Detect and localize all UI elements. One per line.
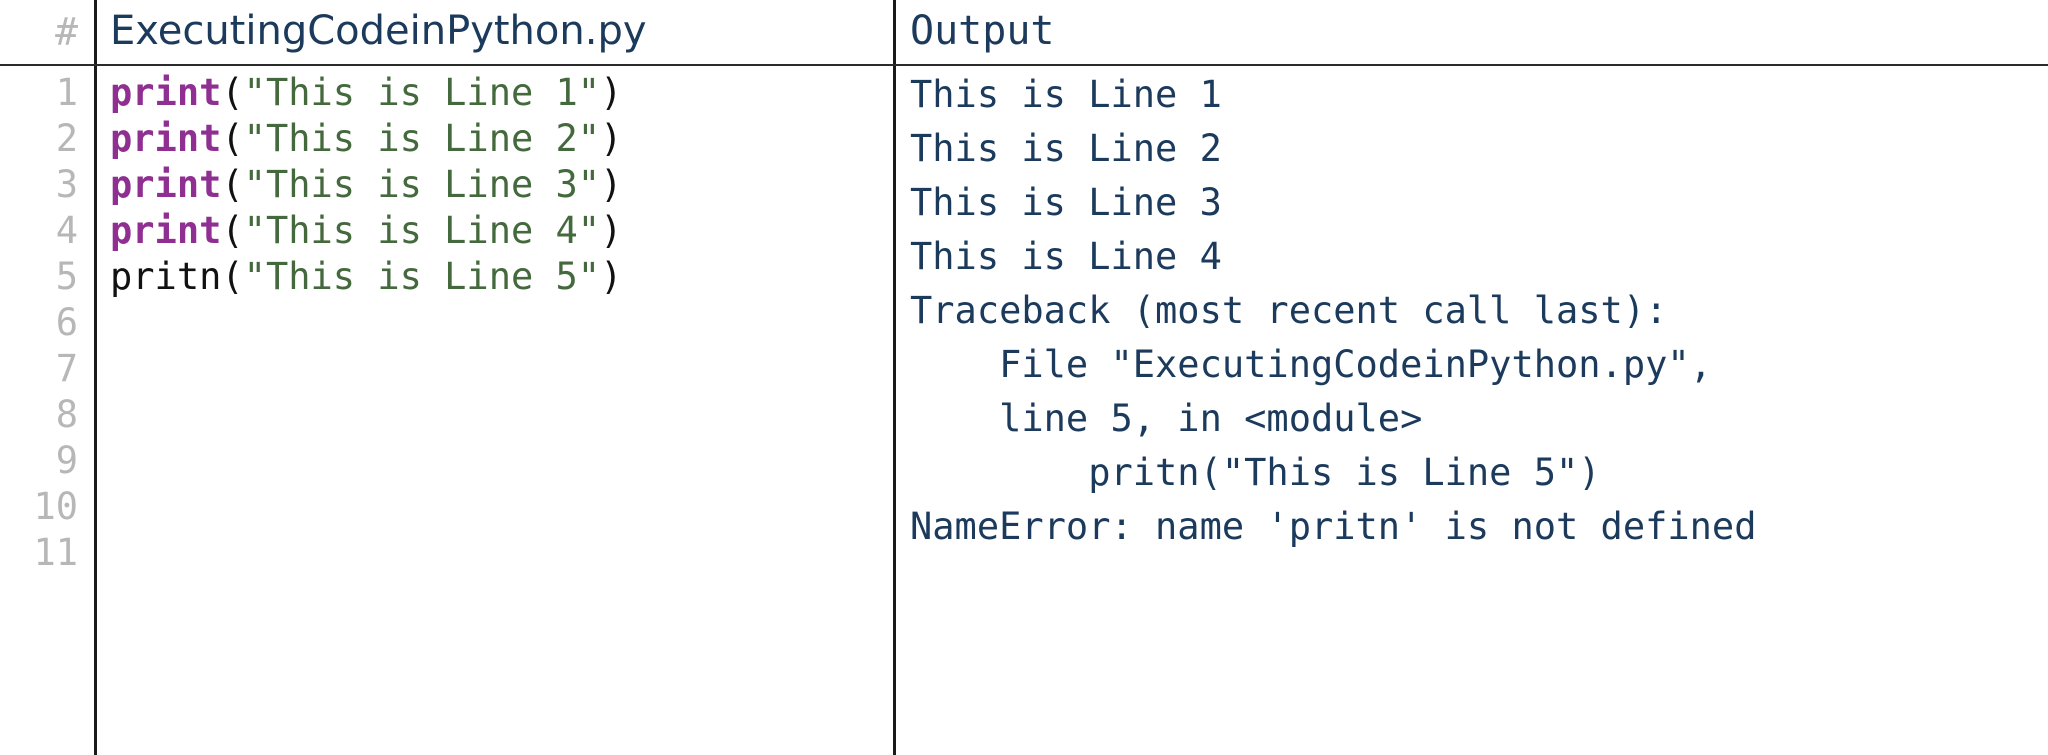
- code-token-punct: (: [221, 163, 244, 206]
- output-line: This is Line 4: [910, 235, 1222, 278]
- code-line[interactable]: print("This is Line 3"): [110, 162, 900, 208]
- output-line: This is Line 1: [910, 73, 1222, 116]
- code-token-kw: print: [110, 163, 222, 206]
- line-number: 9: [55, 439, 78, 482]
- code-token-punct: ): [600, 117, 623, 160]
- code-token-kw: print: [110, 117, 222, 160]
- code-token-punct: ): [600, 209, 623, 252]
- code-token-str: "This is Line 5": [243, 255, 601, 298]
- line-number: 7: [55, 347, 78, 390]
- line-number: 4: [55, 209, 78, 252]
- code-token-punct: (: [221, 117, 244, 160]
- output-divider: [893, 0, 896, 755]
- code-token-punct: ): [600, 163, 623, 206]
- line-number: 8: [55, 393, 78, 436]
- output-line: Traceback (most recent call last):: [910, 289, 1668, 332]
- output-line: pritn("This is Line 5"): [910, 451, 1601, 494]
- code-line[interactable]: print("This is Line 1"): [110, 70, 900, 116]
- line-number: 1: [55, 71, 78, 114]
- gutter-header-hash: #: [55, 10, 78, 54]
- gutter-divider: [94, 0, 97, 755]
- code-token-punct: ): [600, 71, 623, 114]
- code-token-str: "This is Line 4": [243, 209, 601, 252]
- line-number: 6: [55, 301, 78, 344]
- header-band: # ExecutingCodeinPython.py Output: [0, 0, 2048, 64]
- code-token-plain: pritn: [110, 255, 222, 298]
- output-line: File "ExecutingCodeinPython.py",: [910, 343, 1712, 386]
- code-pane: print("This is Line 1")print("This is Li…: [110, 70, 900, 300]
- code-token-punct: ): [600, 255, 623, 298]
- line-number: 11: [33, 531, 78, 574]
- code-line[interactable]: pritn("This is Line 5"): [110, 254, 900, 300]
- output-line: This is Line 3: [910, 181, 1222, 224]
- code-token-punct: (: [221, 71, 244, 114]
- code-line[interactable]: print("This is Line 2"): [110, 116, 900, 162]
- line-number: 10: [33, 485, 78, 528]
- code-token-punct: (: [221, 255, 244, 298]
- header-separator-rule: [0, 64, 2048, 66]
- output-column-header: Output: [910, 8, 1055, 54]
- output-line: NameError: name 'pritn' is not defined: [910, 505, 1757, 548]
- code-token-str: "This is Line 2": [243, 117, 601, 160]
- output-line: This is Line 2: [910, 127, 1222, 170]
- code-token-str: "This is Line 3": [243, 163, 601, 206]
- code-line[interactable]: print("This is Line 4"): [110, 208, 900, 254]
- line-number: 5: [55, 255, 78, 298]
- code-token-punct: (: [221, 209, 244, 252]
- output-pane: This is Line 1 This is Line 2 This is Line…: [910, 68, 2040, 554]
- code-token-kw: print: [110, 71, 222, 114]
- output-line: line 5, in <module>: [910, 397, 1423, 440]
- code-column-header: ExecutingCodeinPython.py: [110, 8, 647, 54]
- code-token-kw: print: [110, 209, 222, 252]
- line-number: 3: [55, 163, 78, 206]
- code-token-str: "This is Line 1": [243, 71, 601, 114]
- line-number: 2: [55, 117, 78, 160]
